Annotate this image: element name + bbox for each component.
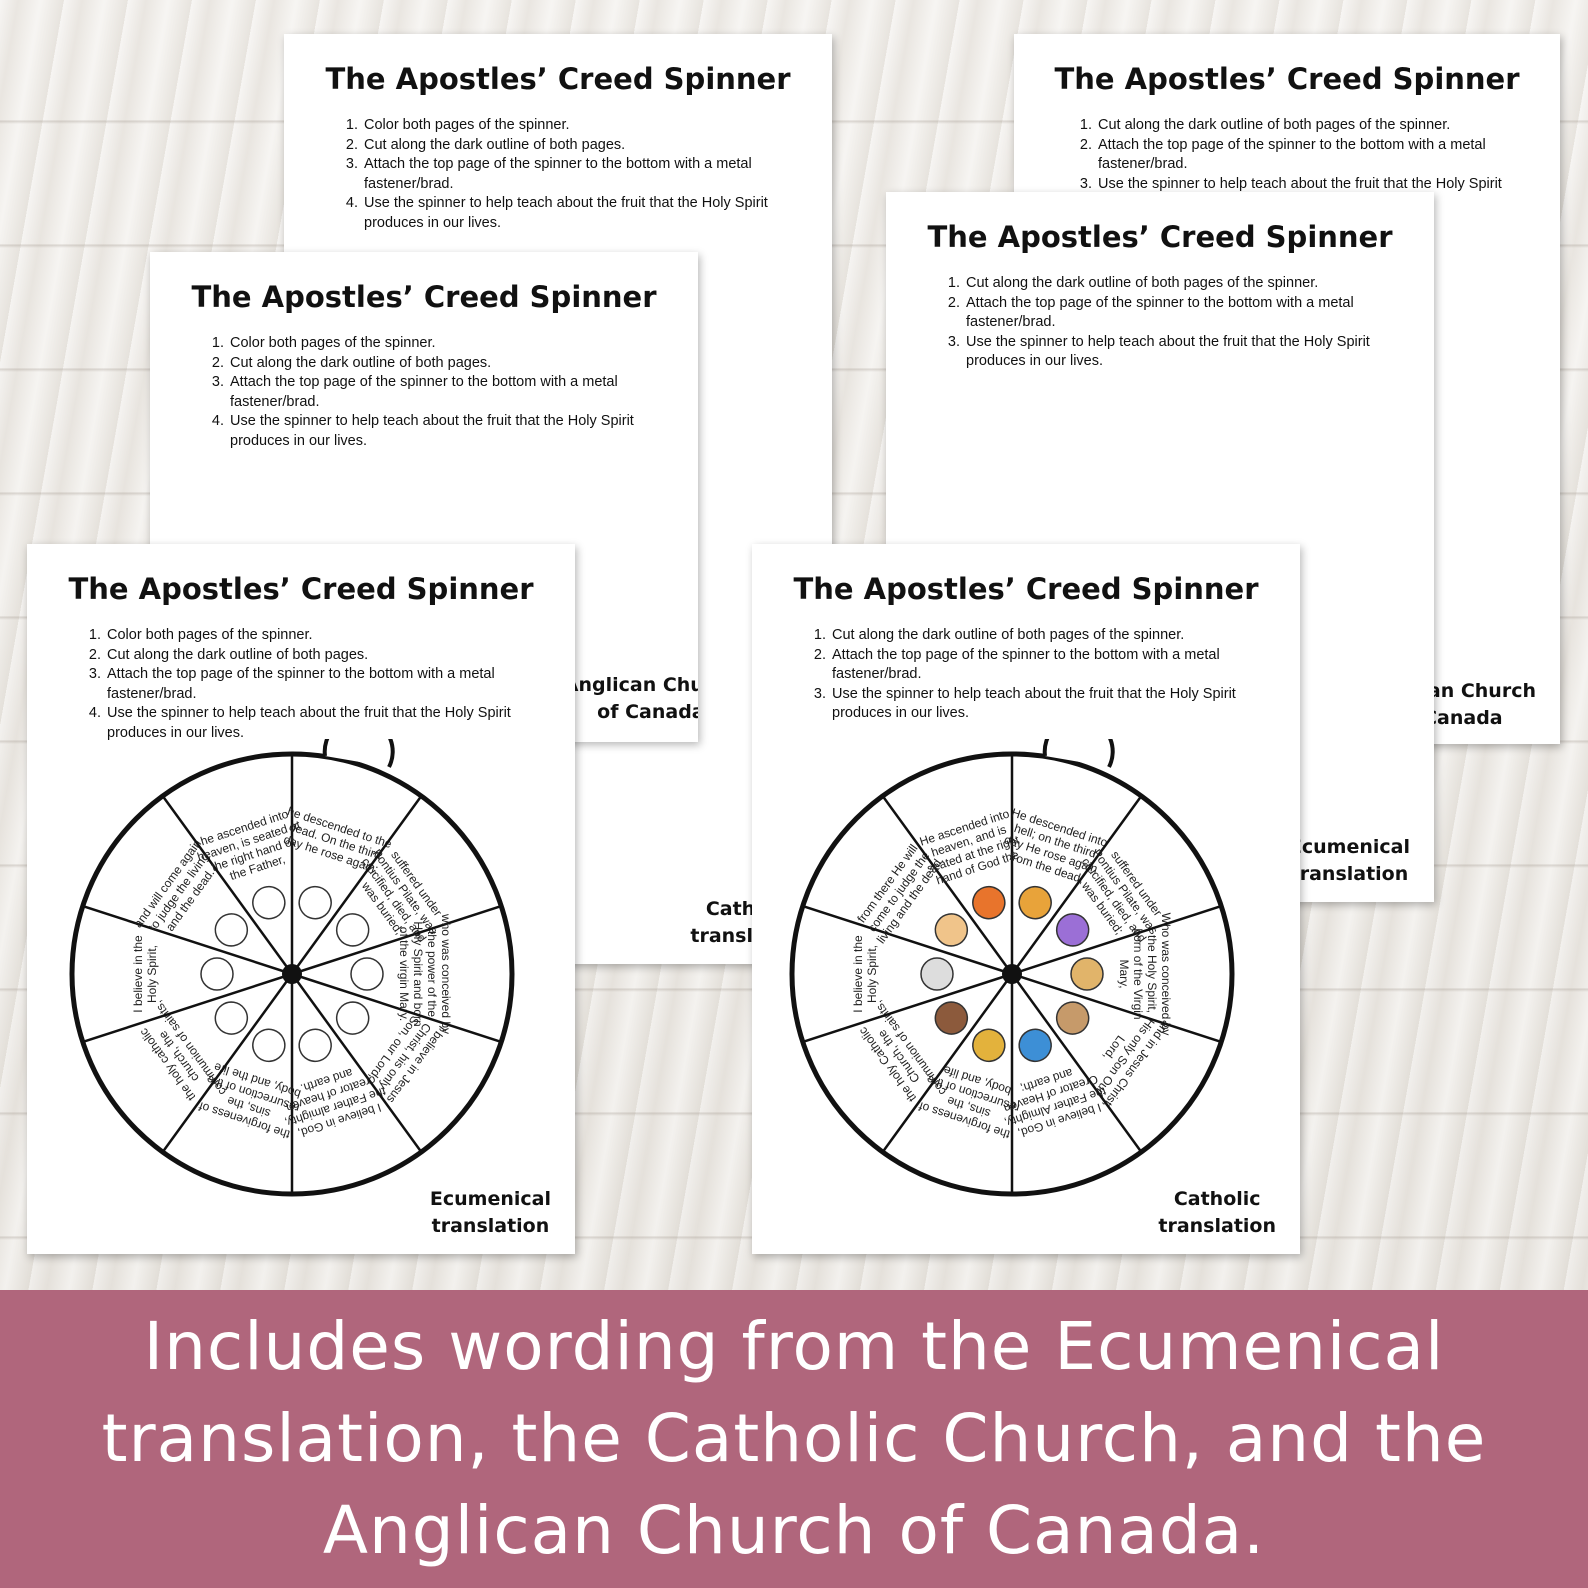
wheel-divider	[291, 972, 502, 1044]
wheel-divider	[82, 972, 293, 1044]
wheel-divider	[82, 904, 293, 976]
wheel-segment-text: who was conceived by	[439, 913, 453, 1034]
sheet-title: The Apostles’ Creed Spinner	[68, 572, 534, 606]
segment-illustration-icon	[335, 913, 370, 947]
wheel-divider	[1011, 972, 1222, 1044]
steps-list: Color both pages of the spinner. Cut alo…	[212, 334, 688, 451]
segment-illustration-icon	[934, 913, 969, 947]
wheel-center-pin	[282, 964, 302, 984]
wheel-segment-text: the power of the	[425, 931, 439, 1017]
wheel-segment-text: Mary,	[1117, 959, 1131, 988]
segment-illustration-icon	[252, 1028, 286, 1063]
segment-illustration-icon	[934, 1001, 969, 1035]
wheel-center-pin	[1002, 964, 1022, 984]
sheet-title: The Apostles’ Creed Spinner	[1054, 62, 1520, 96]
sheet-title: The Apostles’ Creed Spinner	[325, 62, 791, 96]
wheel-segment-text: the Holy Spirit,	[1145, 935, 1159, 1013]
wheel-divider	[1010, 973, 1143, 1153]
sheet-front-left: The Apostles’ Creed Spinner Color both p…	[27, 544, 575, 1254]
wheel-segment-text: Who was conceived by	[1159, 913, 1173, 1036]
wheel-divider	[802, 904, 1013, 976]
steps-list: Color both pages of the spinner. Cut alo…	[346, 116, 822, 233]
wheel-segment-text: born of the Virgin	[1131, 928, 1145, 1019]
wheel-divider	[290, 795, 423, 975]
wheel-segment-text: I believe in the	[851, 935, 865, 1013]
wheel-divider	[1010, 795, 1143, 975]
segment-illustration-icon	[298, 1028, 332, 1063]
segment-illustration-icon	[1018, 885, 1052, 920]
wheel-divider	[161, 795, 294, 975]
wheel-divider	[290, 973, 423, 1153]
segment-illustration-icon	[214, 1001, 249, 1035]
wheel-divider	[802, 972, 1013, 1044]
sheet-title: The Apostles’ Creed Spinner	[793, 572, 1259, 606]
caption-banner: Includes wording from the Ecumenical tra…	[0, 1290, 1588, 1588]
segment-illustration-icon	[200, 957, 234, 991]
wheel-segment-text: I believe in the	[131, 935, 145, 1013]
sheet-title: The Apostles’ Creed Spinner	[927, 220, 1393, 254]
sheet-title: The Apostles’ Creed Spinner	[191, 280, 657, 314]
segment-illustration-icon	[1070, 957, 1104, 991]
wheel-segment-text: Holy Spirit,	[145, 945, 159, 1003]
segment-illustration-icon	[972, 1028, 1006, 1063]
sheet-front-right: The Apostles’ Creed Spinner Cut along th…	[752, 544, 1300, 1254]
spin-arrow-icon	[322, 739, 395, 768]
segment-illustration-icon	[1018, 1028, 1052, 1063]
wheel-segment-text: Holy Spirit and born	[411, 921, 425, 1026]
segment-illustration-icon	[920, 957, 954, 991]
wheel-divider	[161, 973, 294, 1153]
banner-text: Includes wording from the Ecumenical tra…	[101, 1308, 1487, 1569]
steps-list: Cut along the dark outline of both pages…	[814, 626, 1290, 724]
spin-arrow-icon	[1042, 739, 1115, 768]
wheel-divider	[881, 795, 1014, 975]
segment-illustration-icon	[298, 885, 332, 920]
wheel-divider	[291, 904, 502, 976]
segment-illustration-icon	[1055, 913, 1090, 947]
segment-illustration-icon	[972, 885, 1006, 920]
wheel-segment-text: Holy Spirit,	[865, 945, 879, 1003]
segment-illustration-icon	[214, 913, 249, 947]
segment-illustration-icon	[1055, 1001, 1090, 1035]
steps-list: Color both pages of the spinner. Cut alo…	[89, 626, 565, 743]
wheel-segment-text: of the virgin Mary.	[397, 927, 411, 1021]
wheel-divider	[881, 973, 1014, 1153]
segment-illustration-icon	[252, 885, 286, 920]
segment-illustration-icon	[350, 957, 384, 991]
segment-illustration-icon	[335, 1001, 370, 1035]
wheel-divider	[1011, 904, 1222, 976]
steps-list: Cut along the dark outline of both pages…	[948, 274, 1424, 372]
